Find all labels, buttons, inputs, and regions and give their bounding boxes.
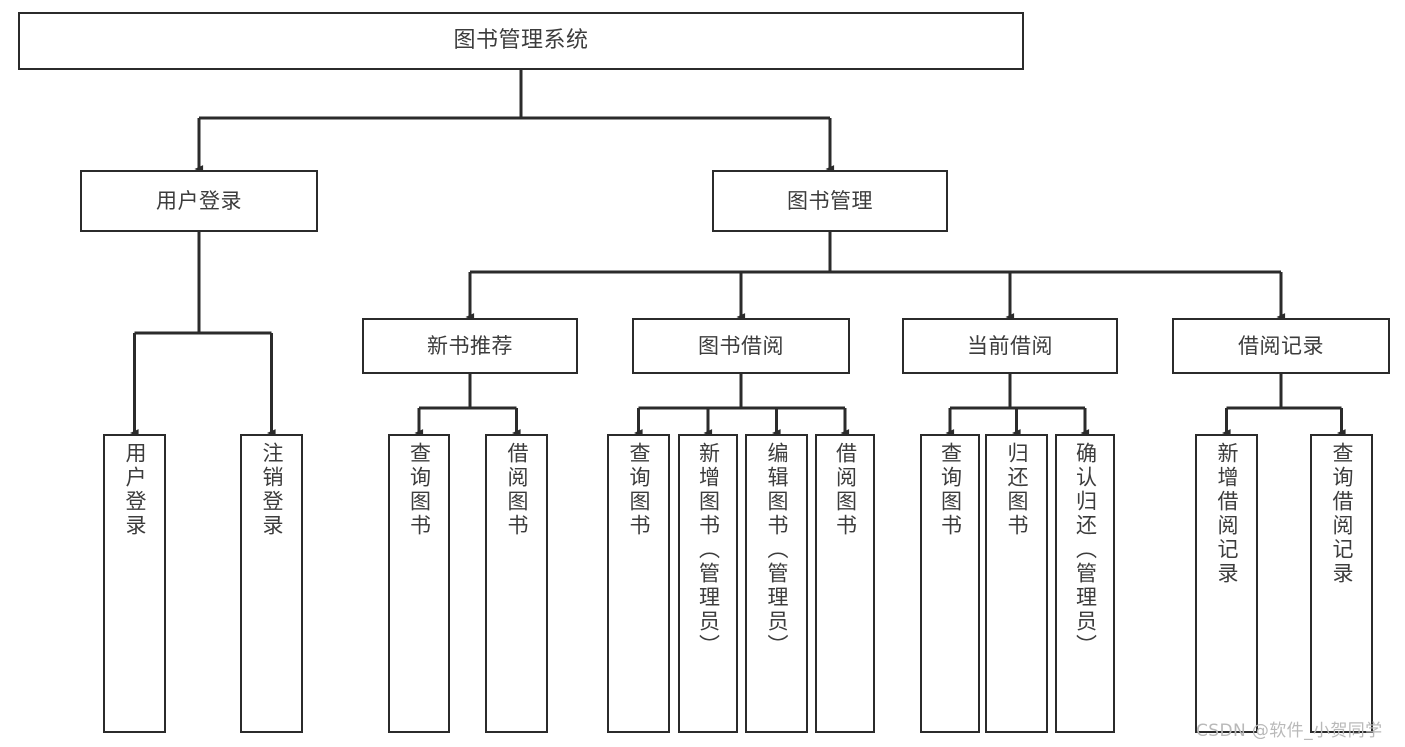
node-leaf-current-return-label: 归还图书 bbox=[1005, 442, 1029, 538]
node-leaf-current-query-label: 查询图书 bbox=[938, 442, 963, 538]
node-leaf-borrow-edit-label: 编辑图书（管理员） bbox=[765, 442, 789, 658]
node-new-book-recommendation-label: 新书推荐 bbox=[427, 333, 513, 358]
node-book-borrowing-label: 图书借阅 bbox=[698, 333, 784, 358]
node-leaf-user-logout[interactable]: 注销登录 bbox=[240, 434, 303, 733]
node-leaf-current-query[interactable]: 查询图书 bbox=[920, 434, 980, 733]
node-leaf-newbook-query-label: 查询图书 bbox=[407, 442, 432, 538]
csdn-watermark: CSDN @软件_小贺同学 bbox=[1196, 721, 1383, 741]
node-leaf-newbook-borrow[interactable]: 借阅图书 bbox=[485, 434, 548, 733]
node-current-borrowing-label: 当前借阅 bbox=[967, 333, 1053, 358]
node-leaf-newbook-query[interactable]: 查询图书 bbox=[388, 434, 450, 733]
node-leaf-record-query-label: 查询借阅记录 bbox=[1330, 442, 1354, 586]
node-current-borrowing[interactable]: 当前借阅 bbox=[902, 318, 1118, 374]
node-leaf-newbook-borrow-label: 借阅图书 bbox=[505, 442, 529, 538]
node-leaf-current-return[interactable]: 归还图书 bbox=[985, 434, 1048, 733]
node-leaf-borrow-add-label: 新增图书（管理员） bbox=[696, 442, 721, 658]
node-leaf-user-logout-label: 注销登录 bbox=[260, 442, 284, 538]
node-leaf-record-add[interactable]: 新增借阅记录 bbox=[1195, 434, 1258, 733]
node-user-login-group-label: 用户登录 bbox=[156, 188, 242, 213]
node-borrow-records-label: 借阅记录 bbox=[1238, 333, 1324, 358]
node-book-management-label: 图书管理 bbox=[787, 188, 873, 213]
node-user-login-group[interactable]: 用户登录 bbox=[80, 170, 318, 232]
node-book-borrowing[interactable]: 图书借阅 bbox=[632, 318, 850, 374]
node-leaf-user-login-label: 用户登录 bbox=[123, 442, 147, 538]
node-leaf-borrow-borrow-label: 借阅图书 bbox=[833, 442, 858, 538]
node-leaf-borrow-query[interactable]: 查询图书 bbox=[607, 434, 670, 733]
node-leaf-borrow-edit[interactable]: 编辑图书（管理员） bbox=[745, 434, 808, 733]
node-leaf-record-add-label: 新增借阅记录 bbox=[1215, 442, 1239, 586]
node-leaf-current-confirm[interactable]: 确认归还（管理员） bbox=[1055, 434, 1115, 733]
node-leaf-current-confirm-label: 确认归还（管理员） bbox=[1073, 442, 1098, 658]
node-leaf-record-query[interactable]: 查询借阅记录 bbox=[1310, 434, 1373, 733]
node-leaf-borrow-query-label: 查询图书 bbox=[627, 442, 651, 538]
node-new-book-recommendation[interactable]: 新书推荐 bbox=[362, 318, 578, 374]
node-leaf-user-login[interactable]: 用户登录 bbox=[103, 434, 166, 733]
node-book-management[interactable]: 图书管理 bbox=[712, 170, 948, 232]
node-borrow-records[interactable]: 借阅记录 bbox=[1172, 318, 1390, 374]
node-leaf-borrow-add[interactable]: 新增图书（管理员） bbox=[678, 434, 738, 733]
node-root[interactable]: 图书管理系统 bbox=[18, 12, 1024, 70]
node-root-label: 图书管理系统 bbox=[453, 28, 589, 54]
node-leaf-borrow-borrow[interactable]: 借阅图书 bbox=[815, 434, 875, 733]
